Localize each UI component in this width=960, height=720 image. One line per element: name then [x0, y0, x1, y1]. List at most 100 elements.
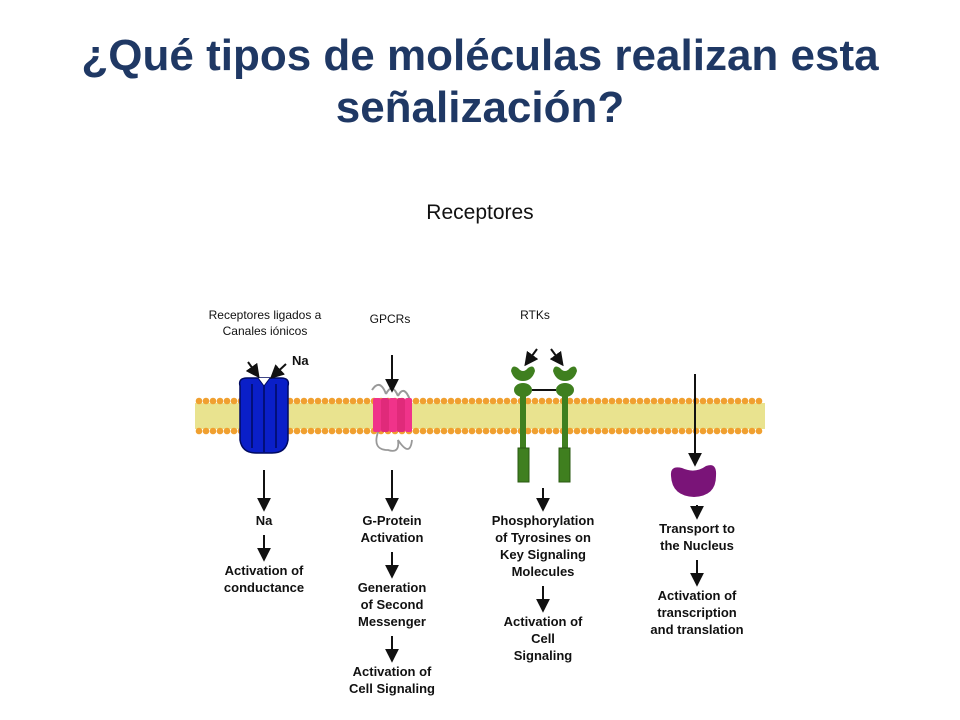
step-line: Transport to — [659, 521, 735, 536]
phospholipid-head — [209, 427, 217, 435]
phospholipid-head — [335, 427, 343, 435]
phospholipid-head — [706, 397, 714, 405]
ion-channel-label: Receptores ligados a Canales iónicos — [190, 307, 340, 339]
step-line: Activation of — [658, 588, 737, 603]
phospholipid-head — [706, 427, 714, 435]
phospholipid-head — [678, 427, 686, 435]
phospholipid-head — [349, 397, 357, 405]
rtk-step: Phosphorylation of Tyrosines on Key Signal… — [492, 513, 595, 579]
phospholipid-head — [293, 397, 301, 405]
phospholipid-head — [482, 427, 490, 435]
step-line: Activation of — [504, 614, 583, 629]
phospholipid-head — [608, 397, 616, 405]
phospholipid-head — [615, 427, 623, 435]
phospholipid-head — [510, 427, 518, 435]
phospholipid-head — [622, 427, 630, 435]
slide-title: ¿Qué tipos de moléculas realizan esta se… — [0, 30, 960, 134]
ion-label: Na — [292, 353, 309, 368]
phospholipid-head — [503, 397, 511, 405]
slide-subtitle: Receptores — [426, 201, 534, 224]
phospholipid-head — [489, 427, 497, 435]
phospholipid-head — [461, 397, 469, 405]
ion-channel-receptor — [238, 361, 290, 454]
phospholipid-head — [594, 427, 602, 435]
step-line: of Second — [361, 597, 424, 612]
nuclear-step: Transport to the Nucleus — [659, 521, 735, 553]
phospholipid-head — [622, 397, 630, 405]
phospholipid-head — [538, 427, 546, 435]
phospholipid-head — [328, 397, 336, 405]
phospholipid-head — [489, 397, 497, 405]
phospholipid-head — [629, 427, 637, 435]
ion-channel-step: Na — [256, 513, 273, 528]
phospholipid-head — [300, 397, 308, 405]
phospholipid-head — [643, 397, 651, 405]
phospholipid-head — [741, 427, 749, 435]
phospholipid-head — [755, 427, 763, 435]
step-line: Signaling — [514, 648, 573, 663]
phospholipid-head — [755, 397, 763, 405]
phospholipid-head — [496, 397, 504, 405]
phospholipid-head — [461, 427, 469, 435]
phospholipid-head — [538, 397, 546, 405]
rtk-label: RTKs — [520, 308, 550, 322]
phospholipid-head — [307, 397, 315, 405]
phospholipid-head — [307, 427, 315, 435]
slide-title-line1: ¿Qué tipos de moléculas realizan esta — [81, 31, 879, 80]
step-line: Cell Signaling — [349, 681, 435, 696]
phospholipid-head — [573, 397, 581, 405]
phospholipid-head — [657, 397, 665, 405]
phospholipid-head — [419, 427, 427, 435]
phospholipid-head — [475, 427, 483, 435]
step-line: of Tyrosines on — [495, 530, 591, 545]
step-line: conductance — [224, 580, 304, 595]
step-line: Phosphorylation — [492, 513, 595, 528]
phospholipid-head — [300, 427, 308, 435]
phospholipid-head — [356, 397, 364, 405]
phospholipid-head — [321, 427, 329, 435]
phospholipid-head — [657, 427, 665, 435]
phospholipid-head — [468, 427, 476, 435]
phospholipid-head — [748, 427, 756, 435]
phospholipid-head — [335, 397, 343, 405]
phospholipid-head — [566, 397, 574, 405]
gpcr-receptor — [371, 355, 413, 452]
phospholipid-head — [510, 397, 518, 405]
phospholipid-head — [440, 427, 448, 435]
phospholipid-head — [545, 427, 553, 435]
phospholipid-head — [713, 427, 721, 435]
phospholipid-head — [321, 397, 329, 405]
phospholipid-head — [552, 397, 560, 405]
phospholipid-head — [293, 427, 301, 435]
step-line: transcription — [657, 605, 737, 620]
phospholipid-head — [608, 427, 616, 435]
phospholipid-head — [314, 427, 322, 435]
step-line: the Nucleus — [660, 538, 734, 553]
rtk-receptor — [511, 348, 577, 483]
phospholipid-head — [685, 427, 693, 435]
cell-membrane — [195, 397, 765, 435]
phospholipid-head — [524, 397, 532, 405]
phospholipid-head — [678, 397, 686, 405]
phospholipid-head — [636, 397, 644, 405]
phospholipid-head — [727, 427, 735, 435]
phospholipid-head — [587, 427, 595, 435]
phospholipid-head — [349, 427, 357, 435]
phospholipid-head — [720, 397, 728, 405]
phospholipid-head — [356, 427, 364, 435]
phospholipid-head — [363, 397, 371, 405]
phospholipid-head — [587, 397, 595, 405]
phospholipid-head — [202, 427, 210, 435]
step-line: Activation — [361, 530, 424, 545]
step-line: G-Protein — [362, 513, 421, 528]
phospholipid-head — [601, 427, 609, 435]
phospholipid-head — [328, 427, 336, 435]
step-line: Key Signaling — [500, 547, 586, 562]
step-line: Messenger — [358, 614, 426, 629]
nuclear-receptor — [670, 374, 717, 497]
